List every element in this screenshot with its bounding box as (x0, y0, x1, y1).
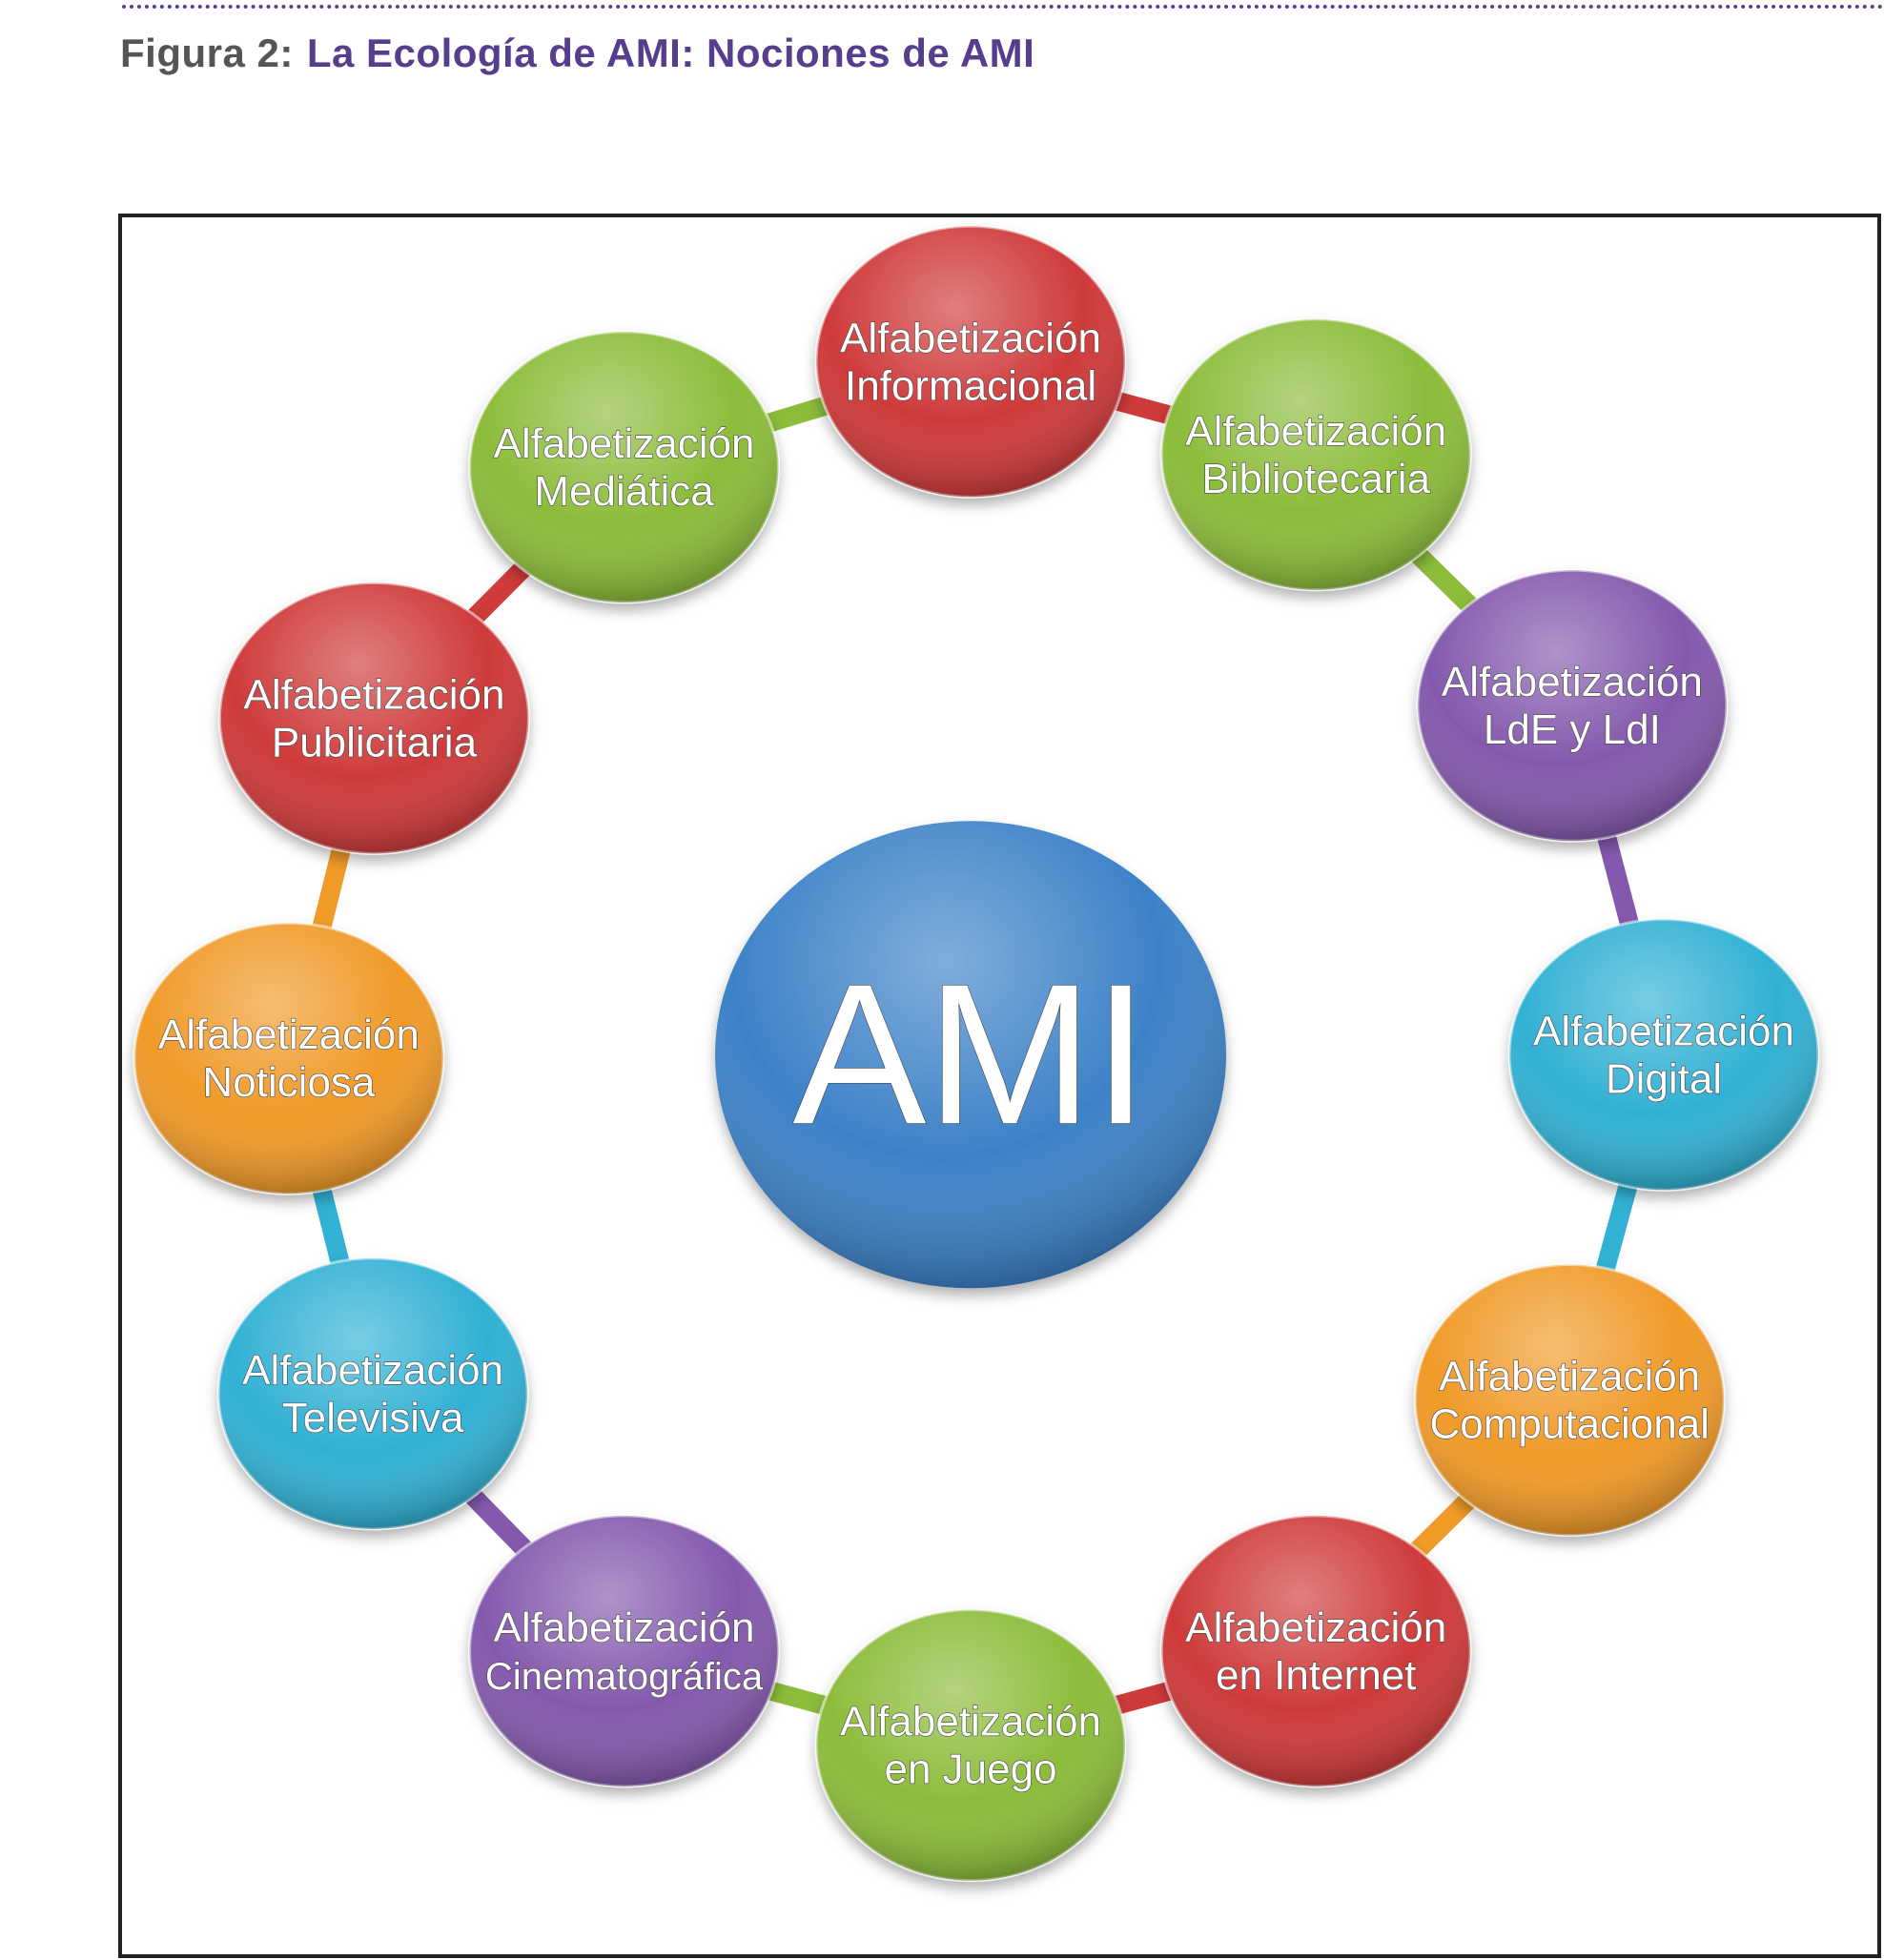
node-label-line2: Publicitaria (272, 719, 478, 766)
node-label-line2: en Internet (1216, 1652, 1416, 1699)
node-gloss (1161, 1515, 1471, 1786)
node-gloss (469, 1515, 779, 1786)
figure-number: Figura 2: (120, 31, 294, 75)
node-label-line2: Computacional (1430, 1400, 1710, 1447)
node-gloss (816, 226, 1126, 498)
center-label: AMI (792, 942, 1148, 1166)
figure-title: La Ecología de AMI: Nociones de AMI (306, 31, 1035, 75)
node-label-line1: Alfabetización (840, 1699, 1101, 1746)
node-label-line2: Televisiva (282, 1395, 464, 1441)
node-label-line1: Alfabetización (1185, 1604, 1446, 1651)
node-label-line2: Cinematográfica (485, 1656, 764, 1698)
node-gloss (469, 331, 779, 602)
node-label-line1: Alfabetización (494, 1604, 755, 1651)
node-gloss (1161, 318, 1471, 590)
center-ami-bubble: AMI (715, 821, 1227, 1289)
node-gloss (1417, 570, 1727, 842)
node-gloss (1509, 919, 1819, 1191)
node-gloss (1415, 1264, 1725, 1536)
node-label-line2: Digital (1606, 1055, 1722, 1102)
node-label-line1: Alfabetización (243, 671, 504, 718)
center-gloss (715, 821, 1227, 1289)
node-label-line2: Mediática (534, 468, 714, 515)
node-label-line1: Alfabetización (494, 420, 755, 467)
node-label-line1: Alfabetización (1442, 659, 1703, 705)
node-label-line1: Alfabetización (1439, 1353, 1700, 1399)
node-label-line1: Alfabetización (158, 1011, 420, 1058)
dotted-rule (122, 5, 1884, 9)
node-label-line1: Alfabetización (840, 315, 1101, 361)
node-label-line1: Alfabetización (242, 1347, 503, 1394)
node-label-line2: en Juego (885, 1746, 1057, 1793)
node-gloss (816, 1609, 1126, 1881)
node-label-line2: Noticiosa (202, 1059, 375, 1106)
node-gloss (133, 923, 443, 1194)
node-label-line2: Bibliotecaria (1201, 456, 1430, 502)
figure-caption: Figura 2: La Ecología de AMI: Nociones de… (120, 31, 1034, 76)
node-label-line1: Alfabetización (1533, 1008, 1794, 1054)
node-label-line1: Alfabetización (1185, 408, 1446, 455)
node-label-line2: LdE y LdI (1484, 706, 1661, 753)
node-gloss (218, 1257, 528, 1529)
node-label-line2: Informacional (845, 362, 1096, 409)
node-gloss (219, 582, 529, 854)
